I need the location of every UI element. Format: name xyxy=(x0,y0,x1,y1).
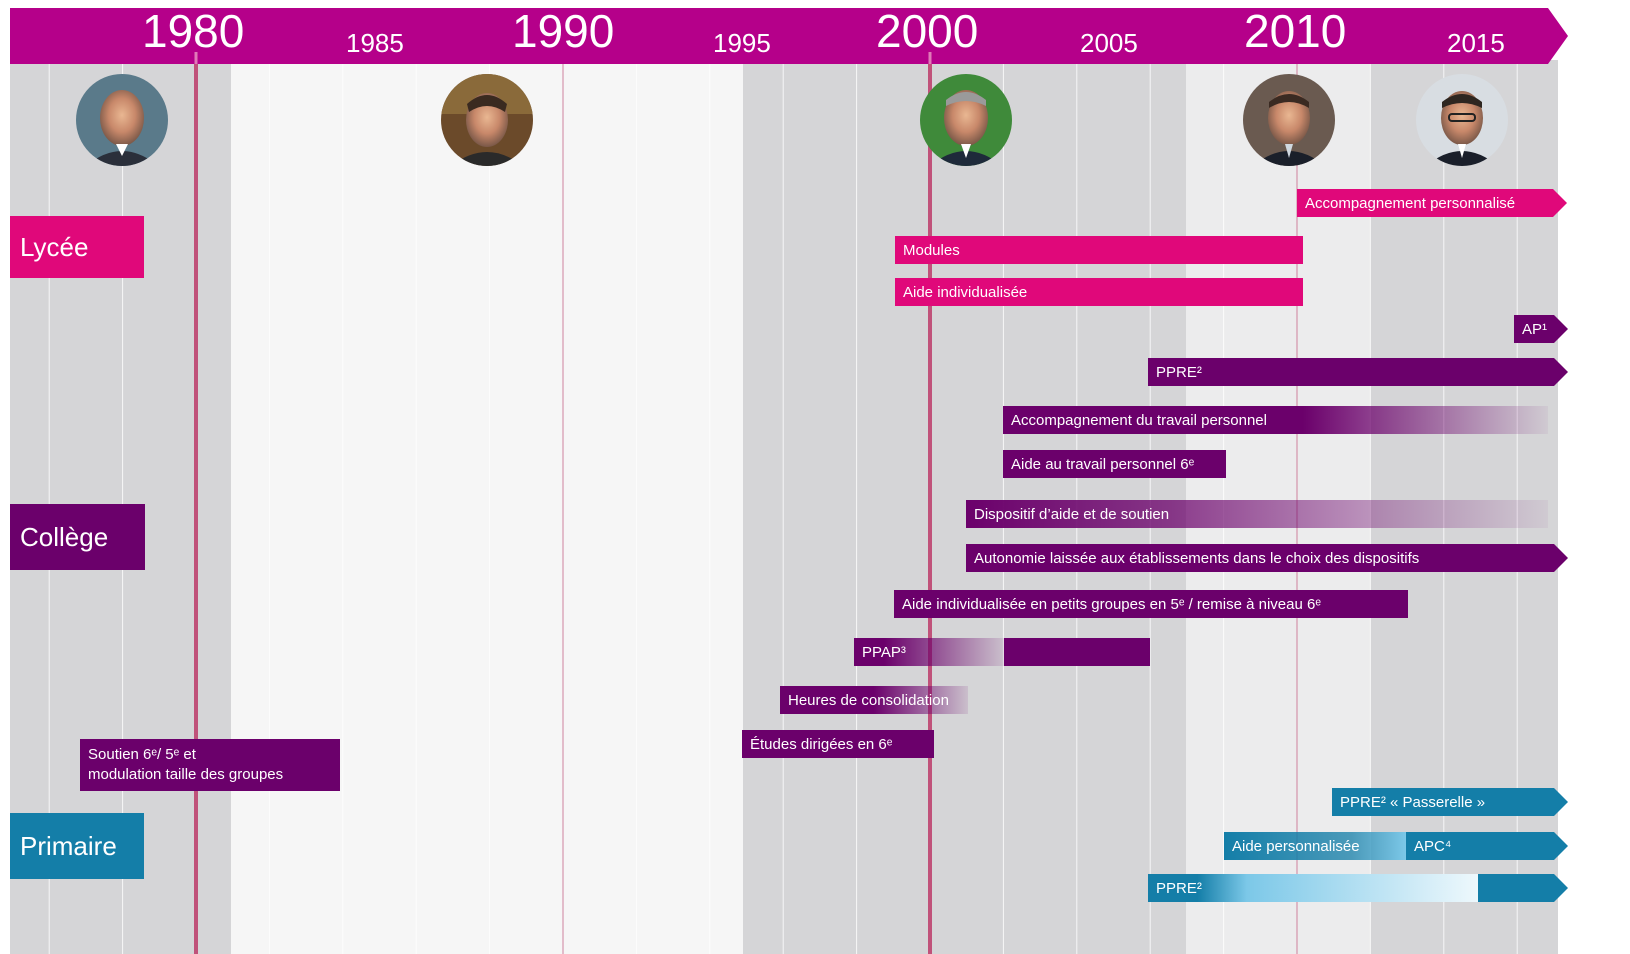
president-portrait-3-icon xyxy=(920,74,1012,166)
bar-accompagnement-personnalise: Accompagnement personnalisé xyxy=(1297,189,1567,217)
bar-modules: Modules xyxy=(895,236,1303,264)
year-label-1990: 1990 xyxy=(512,5,615,57)
year-label-1995: 1995 xyxy=(713,28,771,58)
president-portrait-1-icon xyxy=(76,74,168,166)
level-label-lycee: Lycée xyxy=(10,216,144,278)
bar-ppre-primaire-continuation xyxy=(1478,874,1568,902)
bar-accompagnement-travail: Accompagnement du travail personnel xyxy=(1003,406,1548,434)
year-label-2005: 2005 xyxy=(1080,28,1138,58)
year-label-2015: 2015 xyxy=(1447,28,1505,58)
year-label-1980: 1980 xyxy=(142,5,245,57)
president-portrait-4-icon xyxy=(1243,74,1335,166)
bar-etudes-dirigees: Études dirigées en 6ᵉ xyxy=(742,730,934,758)
bar-ppre-passerelle: PPRE² « Passerelle » xyxy=(1332,788,1568,816)
bar-aide-petits-groupes: Aide individualisée en petits groupes en… xyxy=(894,590,1408,618)
bar-aide-personnalisee: Aide personnalisée xyxy=(1224,832,1406,860)
bar-aide-travail-6: Aide au travail personnel 6ᵉ xyxy=(1003,450,1226,478)
year-label-2010: 2010 xyxy=(1244,5,1347,57)
president-portrait-2-icon xyxy=(441,74,533,166)
bar-ppre-college: PPRE² xyxy=(1148,358,1568,386)
header-arrow xyxy=(10,8,1568,64)
bar-aide-individualisee: Aide individualisée xyxy=(895,278,1303,306)
bar-ppre-primaire: PPRE² xyxy=(1148,874,1478,902)
year-label-1985: 1985 xyxy=(346,28,404,58)
bar-heures-consolidation: Heures de consolidation xyxy=(780,686,968,714)
bar-ppap: PPAP³ xyxy=(854,638,1004,666)
bar-ppap-continuation xyxy=(1004,638,1150,666)
light-band-1 xyxy=(231,60,743,954)
bar-apc: APC⁴ xyxy=(1406,832,1568,860)
bar-dispositif-aide: Dispositif d’aide et de soutien xyxy=(966,500,1548,528)
president-portrait-5-icon xyxy=(1416,74,1508,166)
year-label-2000: 2000 xyxy=(876,5,979,57)
bar-soutien-line2: modulation taille des groupes xyxy=(88,766,284,783)
level-label-primaire: Primaire xyxy=(10,813,144,879)
level-label-college: Collège xyxy=(10,504,145,570)
bar-soutien-line1: Soutien 6ᵉ/ 5ᵉ et xyxy=(88,746,196,763)
bar-soutien: Soutien 6ᵉ/ 5ᵉ et modulation taille des … xyxy=(80,739,340,791)
bar-autonomie: Autonomie laissée aux établissements dan… xyxy=(966,544,1568,572)
